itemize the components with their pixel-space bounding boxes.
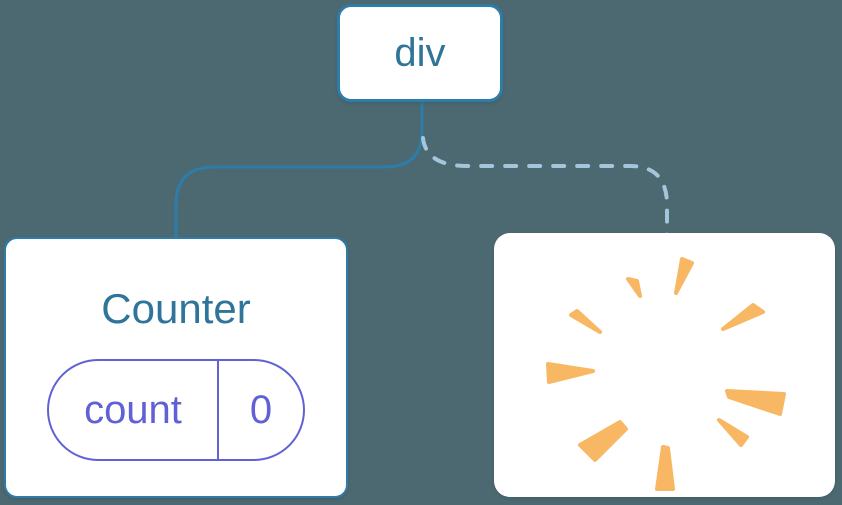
poof-ray	[725, 389, 786, 416]
poof-ray	[655, 445, 675, 491]
poof-ray	[721, 303, 765, 331]
div-node-label: div	[394, 30, 446, 75]
poof-ray	[569, 309, 602, 334]
dashed-connector-line	[421, 136, 669, 238]
counter-node-title: Counter	[101, 285, 251, 332]
poof-ray	[674, 257, 694, 295]
poof-icon	[546, 257, 786, 491]
solid-connector-line	[174, 101, 424, 239]
state-value-cell: 0	[249, 387, 273, 432]
poof-ray	[546, 362, 595, 384]
poof-ray	[717, 418, 749, 447]
poof-ray	[626, 277, 642, 298]
state-name-cell: count	[49, 361, 219, 459]
div-node: div	[337, 4, 503, 102]
poof-ray	[578, 420, 628, 462]
counter-node: Counter count 0	[4, 237, 348, 498]
state-pill: count 0	[47, 359, 305, 461]
removed-node	[494, 233, 835, 497]
